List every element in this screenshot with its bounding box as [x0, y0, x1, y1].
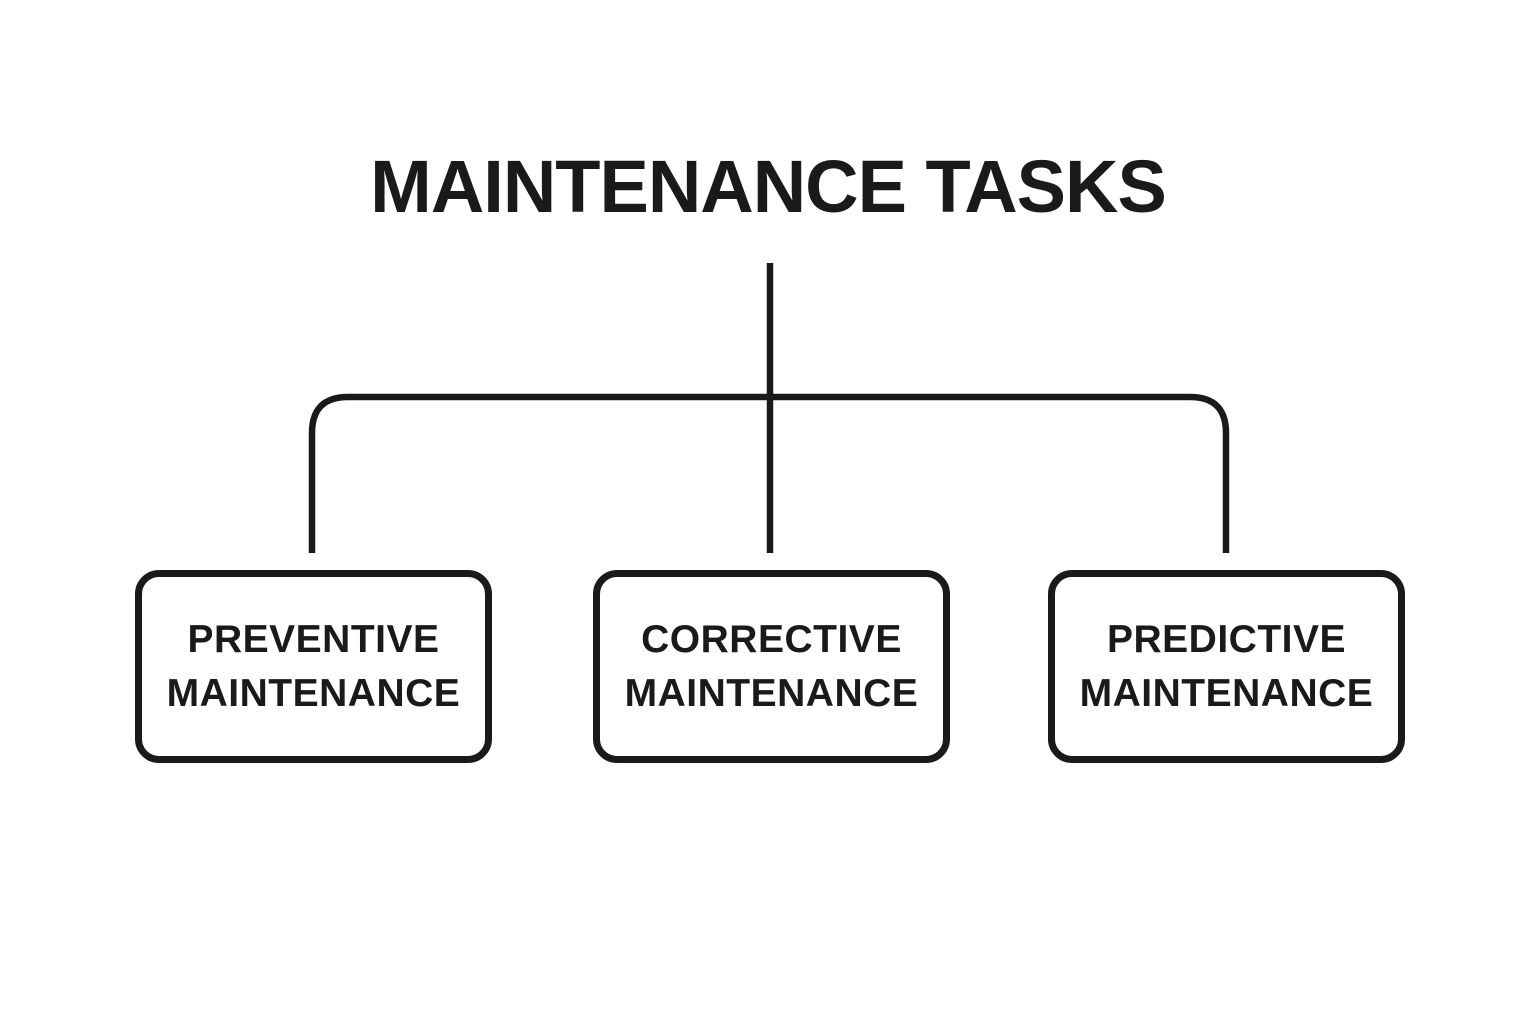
bracket-line — [308, 393, 1230, 553]
node-label: PREDICTIVE MAINTENANCE — [1079, 618, 1374, 715]
node-label: PREVENTIVE MAINTENANCE — [166, 618, 461, 715]
node-predictive-maintenance: PREDICTIVE MAINTENANCE — [1048, 570, 1405, 763]
node-label: CORRECTIVE MAINTENANCE — [624, 618, 919, 715]
diagram-title: MAINTENANCE TASKS — [370, 145, 1167, 228]
node-preventive-maintenance: PREVENTIVE MAINTENANCE — [135, 570, 492, 763]
node-corrective-maintenance: CORRECTIVE MAINTENANCE — [593, 570, 950, 763]
